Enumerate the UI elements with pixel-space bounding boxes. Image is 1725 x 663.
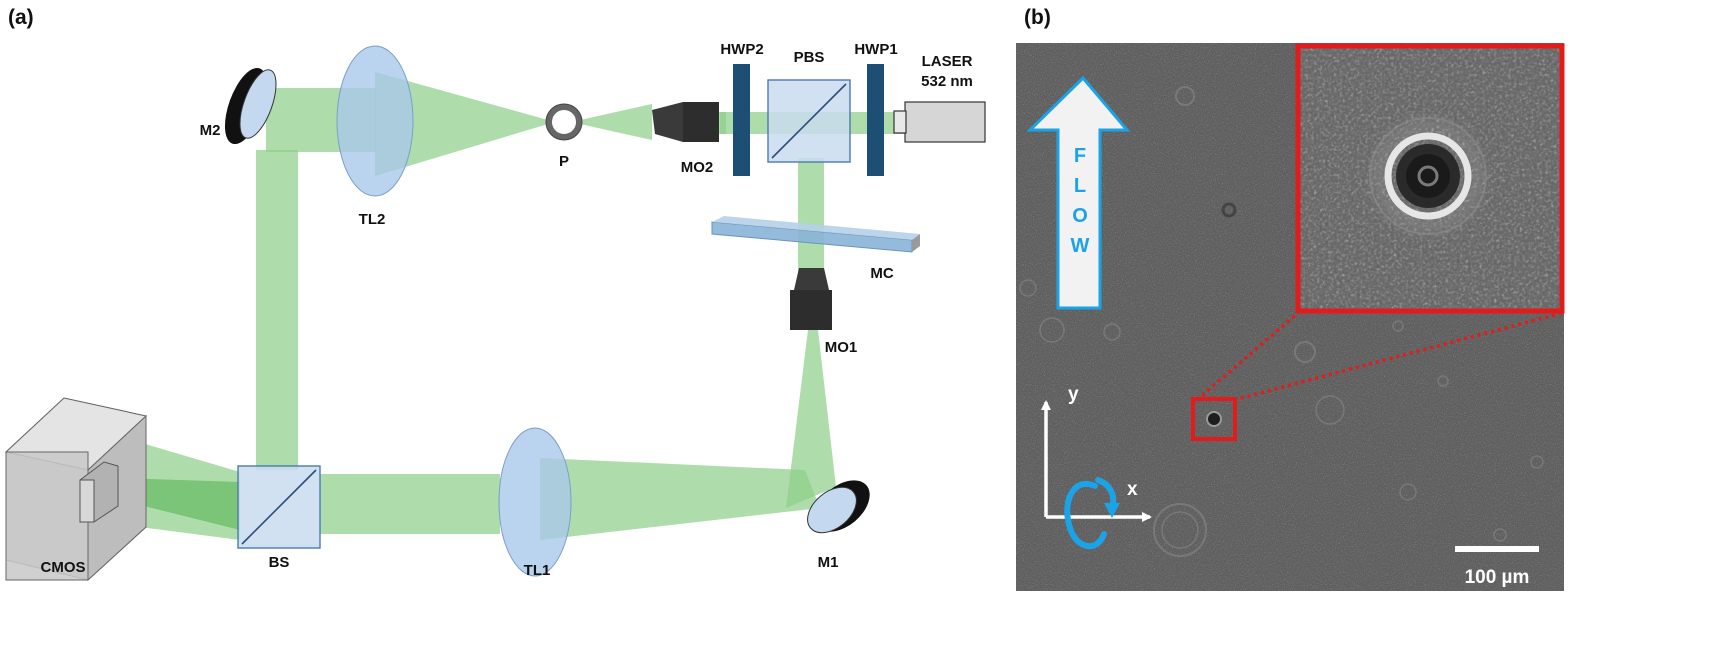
flow-letter-l: L [1074,175,1086,197]
laser: LASER 532 nm [893,53,986,143]
beam-tl1-bs [320,474,500,534]
hwp2-label: HWP2 [720,41,763,58]
x-axis-label: x [1127,479,1138,500]
tl2-lens: TL2 [336,45,414,228]
inset-zoom [1295,43,1565,314]
beam-bs-cmos-core [118,478,240,530]
pbs-label: PBS [794,49,825,66]
pbs: PBS [767,49,851,163]
cmos-label: CMOS [41,559,86,576]
flow-letter-o: O [1072,205,1088,227]
mo1: MO1 [790,268,857,356]
beam-pbs-mo1 [798,158,824,272]
y-axis-label: y [1068,384,1079,405]
mo2-label: MO2 [681,159,714,176]
laser-label: LASER [922,53,973,70]
panel-b-label: (b) [1024,6,1051,29]
mo2: MO2 [652,102,719,176]
mc-microchannel: MC [711,216,920,282]
flow-letter-f: F [1074,145,1086,167]
pinhole: P [545,103,583,170]
m1-label: M1 [818,554,839,571]
panel-a-label: (a) [8,6,34,29]
beam-mo2-pinhole [580,104,652,140]
cmos-camera: CMOS [4,397,148,582]
background-particles [1019,86,1544,557]
m2-label: M2 [200,122,221,139]
beam-m2-bs [256,150,298,470]
hwp1: HWP1 [854,41,898,176]
mo1-label: MO1 [825,339,858,356]
bs: BS [237,465,321,571]
m1-mirror: M1 [807,480,870,571]
zoom-line-left [1195,311,1300,402]
m2-mirror: M2 [200,67,277,145]
beam-mo1-m1 [786,330,836,508]
beam-pinhole-tl2 [375,72,548,176]
highlighted-particle [1206,411,1222,427]
flow-letter-w: W [1071,235,1090,257]
pinhole-label: P [559,153,569,170]
rotation-arrow-icon [1064,477,1120,549]
zoom-line-right [1233,311,1563,402]
scale-bar-label: 100 µm [1465,567,1530,588]
beam-m1-tl1 [540,458,820,540]
particle-highlight-box [1191,397,1237,441]
axes: y x [1041,384,1152,522]
flow-arrow-icon: F L O W [1026,75,1131,310]
laser-wavelength-label: 532 nm [921,73,973,90]
tl2-label: TL2 [359,211,386,228]
scale-bar: 100 µm [1455,546,1539,588]
mc-label: MC [870,265,893,282]
hwp2: HWP2 [720,41,764,176]
panel-b: (b) [1016,6,1565,591]
hwp1-label: HWP1 [854,41,897,58]
tl1-lens: TL1 [498,427,572,579]
panel-a: (a) [4,6,986,582]
bs-label: BS [269,554,290,571]
tl1-label: TL1 [524,562,551,579]
